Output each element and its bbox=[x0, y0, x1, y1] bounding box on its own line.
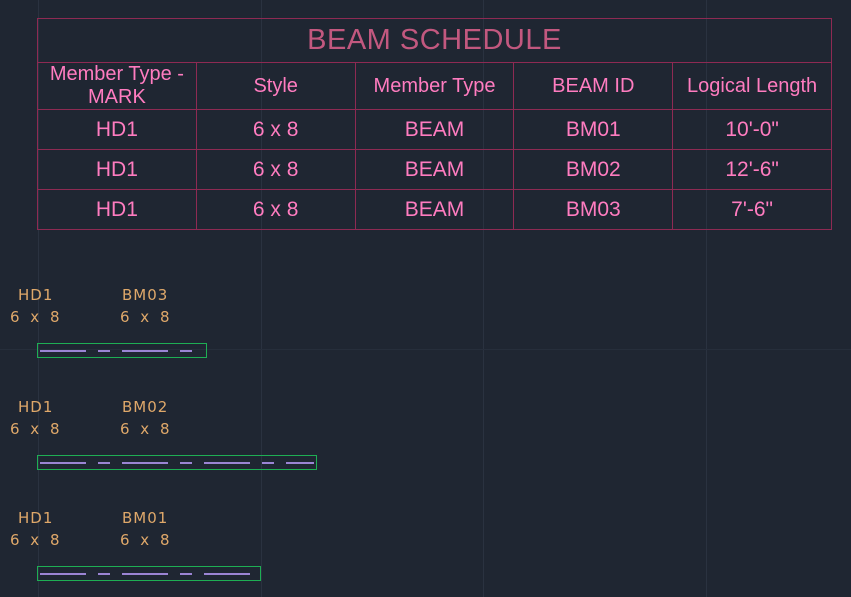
cell-style: 6 x 8 bbox=[195, 189, 356, 230]
beam-id-label: BM02 bbox=[122, 398, 169, 416]
beam-size-label-left: 6 x 8 bbox=[10, 420, 63, 438]
beam-plan-shape-bm02 bbox=[37, 455, 317, 470]
cell-style: 6 x 8 bbox=[195, 149, 356, 190]
beam-size-label-left: 6 x 8 bbox=[10, 308, 63, 326]
cell-member-type-mark: HD1 bbox=[37, 189, 197, 230]
beam-centerline bbox=[40, 461, 314, 464]
beam-mark-label: HD1 bbox=[18, 286, 54, 304]
beam-size-label-right: 6 x 8 bbox=[120, 420, 173, 438]
column-header-logical-length: Logical Length bbox=[672, 62, 832, 110]
beam-centerline bbox=[40, 349, 204, 352]
cell-beam-id: BM03 bbox=[513, 189, 674, 230]
cell-member-type-mark: HD1 bbox=[37, 109, 197, 150]
viewport-guide-line-vertical-3 bbox=[483, 0, 484, 597]
table-row: HD1 6 x 8 BEAM BM02 12'-6" bbox=[37, 149, 832, 190]
cell-style: 6 x 8 bbox=[195, 109, 356, 150]
cell-logical-length: 12'-6" bbox=[672, 149, 832, 190]
column-header-member-type: Member Type bbox=[354, 62, 515, 110]
cell-beam-id: BM02 bbox=[513, 149, 674, 190]
viewport-guide-line-vertical-4 bbox=[706, 0, 707, 597]
schedule-title: BEAM SCHEDULE bbox=[37, 18, 832, 63]
beam-id-label: BM01 bbox=[122, 509, 169, 527]
column-header-style: Style bbox=[195, 62, 356, 110]
viewport-guide-line-vertical-2 bbox=[261, 0, 262, 597]
cell-logical-length: 7'-6" bbox=[672, 189, 832, 230]
beam-size-label-left: 6 x 8 bbox=[10, 531, 63, 549]
beam-mark-label: HD1 bbox=[18, 398, 54, 416]
viewport-guide-line-horizontal-1 bbox=[0, 349, 851, 350]
cell-member-type-mark: HD1 bbox=[37, 149, 197, 190]
cell-beam-id: BM01 bbox=[513, 109, 674, 150]
column-header-beam-id: BEAM ID bbox=[513, 62, 674, 110]
beam-schedule-table: BEAM SCHEDULE Member Type - MARK Style M… bbox=[37, 18, 832, 230]
cell-member-type: BEAM bbox=[354, 149, 515, 190]
table-row: HD1 6 x 8 BEAM BM01 10'-0" bbox=[37, 109, 832, 150]
beam-plan-shape-bm01 bbox=[37, 566, 261, 581]
schedule-header-row: Member Type - MARK Style Member Type BEA… bbox=[37, 62, 832, 110]
viewport-guide-line-vertical-1 bbox=[38, 0, 39, 597]
beam-plan-shape-bm03 bbox=[37, 343, 207, 358]
beam-centerline bbox=[40, 572, 258, 575]
table-row: HD1 6 x 8 BEAM BM03 7'-6" bbox=[37, 189, 832, 230]
beam-id-label: BM03 bbox=[122, 286, 169, 304]
cell-member-type: BEAM bbox=[354, 109, 515, 150]
cell-member-type: BEAM bbox=[354, 189, 515, 230]
cell-logical-length: 10'-0" bbox=[672, 109, 832, 150]
beam-size-label-right: 6 x 8 bbox=[120, 531, 173, 549]
column-header-member-type-mark: Member Type - MARK bbox=[37, 62, 197, 110]
schedule-title-row: BEAM SCHEDULE bbox=[37, 18, 832, 63]
beam-mark-label: HD1 bbox=[18, 509, 54, 527]
beam-size-label-right: 6 x 8 bbox=[120, 308, 173, 326]
